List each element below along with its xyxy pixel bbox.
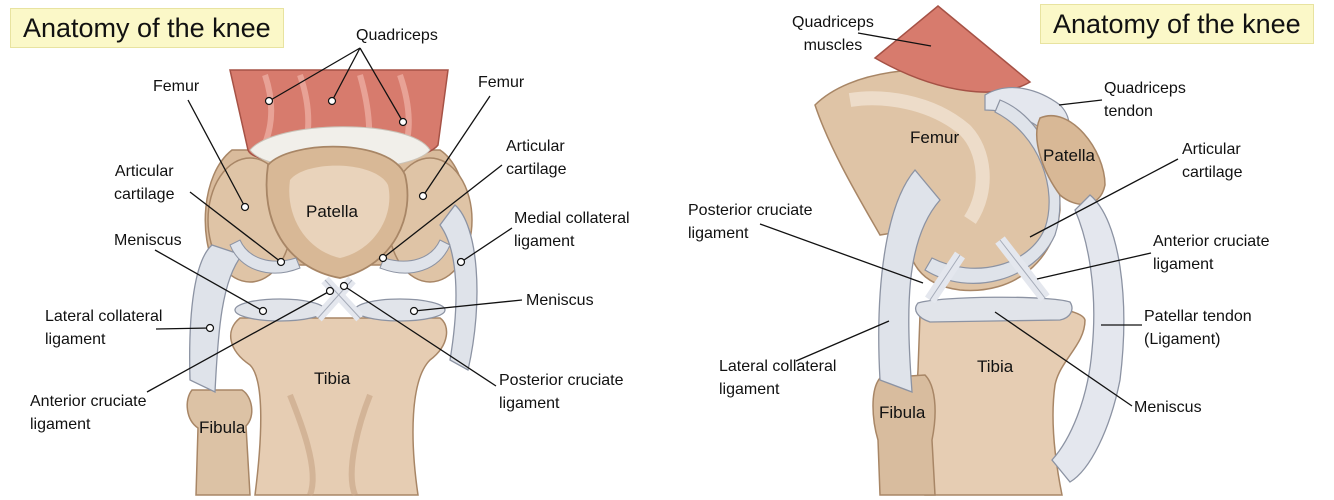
label-lateral-collateral-ligament-left: Lateral collateral ligament <box>45 308 163 348</box>
label-femur-side: Femur <box>910 128 960 147</box>
label-meniscus-side: Meniscus <box>1134 399 1202 416</box>
label-quadriceps: Quadriceps <box>356 27 438 44</box>
front-lateral-collateral-ligament <box>189 244 244 394</box>
side-quadriceps-muscle <box>873 5 1032 93</box>
label-anterior-cruciate-ligament-side: Anterior cruciate ligament <box>1153 233 1270 273</box>
leader-lines <box>146 32 1179 407</box>
label-quadriceps-muscles: Quadriceps muscles <box>792 14 874 54</box>
label-articular-cartilage-right: Articular cartilage <box>506 138 567 178</box>
label-tibia-left: Tibia <box>314 369 351 388</box>
label-femur-left: Femur <box>153 78 200 95</box>
label-medial-collateral-ligament: Medial collateral ligament <box>514 210 630 250</box>
front-tibia <box>230 317 448 496</box>
label-quadriceps-tendon: Quadriceps tendon <box>1104 80 1186 120</box>
label-patella-left: Patella <box>306 202 358 221</box>
side-meniscus <box>915 296 1073 323</box>
label-meniscus-left: Meniscus <box>114 232 182 249</box>
label-femur-right: Femur <box>478 74 525 91</box>
label-tibia-side: Tibia <box>977 357 1014 376</box>
label-anterior-cruciate-ligament-left: Anterior cruciate ligament <box>30 393 147 433</box>
label-posterior-cruciate-ligament-left: Posterior cruciate ligament <box>499 372 624 412</box>
side-fibula <box>872 374 936 496</box>
label-articular-cartilage-left: Articular cartilage <box>114 163 175 203</box>
label-meniscus-right: Meniscus <box>526 292 594 309</box>
leader-dots <box>205 96 466 333</box>
label-fibula-left: Fibula <box>199 418 246 437</box>
label-patellar-tendon: Patellar tendon (Ligament) <box>1144 308 1252 348</box>
label-articular-cartilage-side: Articular cartilage <box>1182 141 1243 181</box>
right-title: Anatomy of the knee <box>1040 4 1314 44</box>
side-view-illustration <box>814 5 1125 496</box>
front-fibula <box>186 389 253 496</box>
front-cruciate-ligaments <box>314 276 364 322</box>
label-lateral-collateral-ligament-side: Lateral collateral ligament <box>719 358 837 398</box>
front-view-illustration <box>186 69 478 497</box>
side-lateral-collateral-ligament <box>878 168 941 393</box>
label-fibula-side: Fibula <box>879 403 926 422</box>
side-patellar-tendon <box>1051 194 1125 483</box>
front-medial-collateral-ligament <box>439 204 478 371</box>
left-title: Anatomy of the knee <box>10 8 284 48</box>
label-posterior-cruciate-ligament-side: Posterior cruciate ligament <box>688 202 813 242</box>
front-articular-cartilage-right <box>379 239 451 274</box>
label-patella-side: Patella <box>1043 146 1095 165</box>
